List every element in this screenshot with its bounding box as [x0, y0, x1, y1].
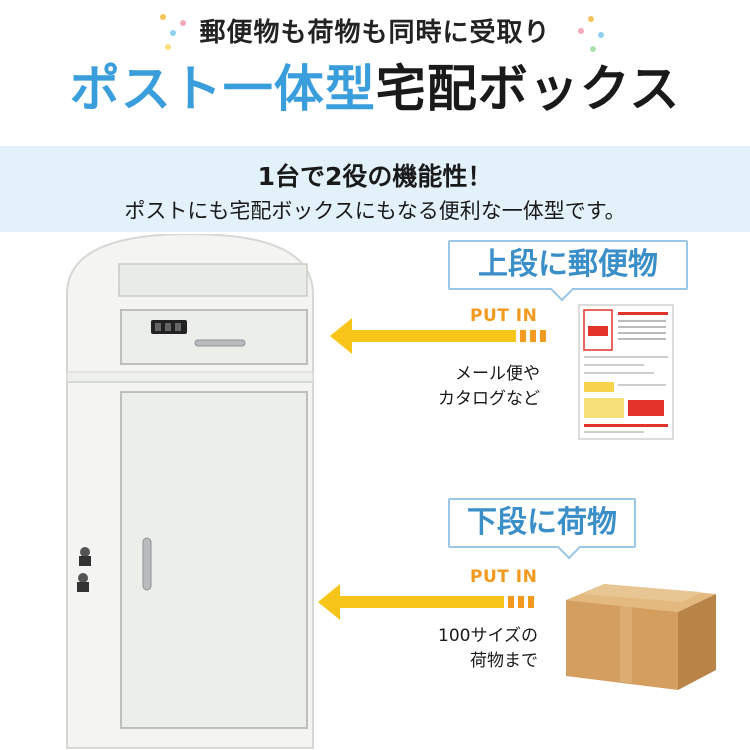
headline-dark: 宅配ボックス: [375, 60, 681, 118]
lower-note-line1: 100サイズの: [438, 626, 538, 646]
confetti-dot: [598, 32, 604, 38]
lower-note-line2: 荷物まで: [470, 650, 538, 671]
headline-blue: ポスト一体型: [69, 60, 376, 118]
confetti-dot: [590, 46, 596, 52]
confetti-dot: [588, 16, 594, 22]
lower-put-in-label: PUT IN: [470, 567, 538, 587]
upper-note-line1: メール便や: [455, 364, 540, 384]
upper-put-in-label: PUT IN: [470, 306, 538, 326]
band-description: ポストにも宅配ボックスにもなる便利な一体型です。: [124, 199, 626, 223]
confetti-dot: [170, 30, 176, 36]
band-headline: 1台で2役の機能性！: [257, 162, 493, 191]
confetti-dot: [578, 28, 584, 34]
lower-callout: 下段に荷物: [448, 498, 636, 548]
cardboard-box-image: [566, 584, 716, 690]
mailbox-illustration: [66, 234, 314, 749]
confetti-dot: [165, 44, 171, 50]
subtitle: 郵便物も荷物も同時に受取り: [199, 18, 551, 48]
confetti-dot: [180, 20, 186, 26]
upper-note: メール便や カタログなど: [400, 362, 540, 411]
confetti-dot: [160, 14, 166, 20]
upper-note-line2: カタログなど: [438, 388, 540, 409]
lower-arrow: [318, 584, 534, 620]
headline: ポスト一体型宅配ボックス: [0, 62, 750, 117]
lower-note: 100サイズの 荷物まで: [398, 624, 538, 673]
feature-band: [0, 146, 750, 232]
upper-arrow: [330, 318, 546, 354]
mail-envelope-image: [578, 304, 674, 440]
upper-callout: 上段に郵便物: [448, 240, 688, 290]
